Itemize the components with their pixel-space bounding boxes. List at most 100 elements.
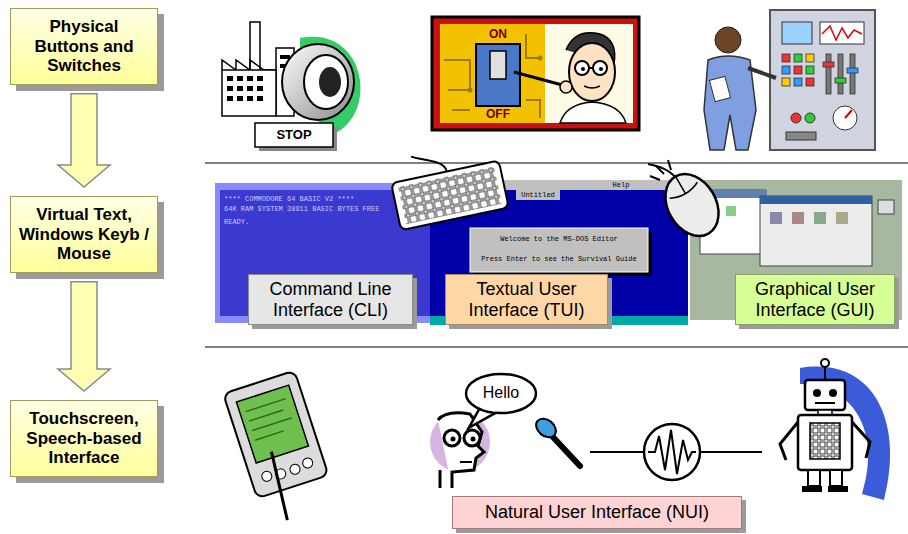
interface-box: Textual User Interface (TUI) [445,274,608,325]
control-panel-operator [782,66,790,74]
robot-icon [780,422,798,460]
control-panel-operator [845,110,852,118]
control-panel-operator [794,54,802,62]
pda-touchscreen [266,452,293,520]
on-off-switch-picture [468,88,473,93]
control-panel-operator [823,62,834,67]
interface-box: Graphical User Interface (GUI) [735,274,895,325]
robot-icon [808,470,820,486]
node-text: Textual User Interface (TUI) [452,279,601,320]
control-panel-operator [806,78,814,86]
gui-desktop-screen [770,212,782,224]
on-off-switch-picture [575,61,589,75]
pda-touchscreen [261,470,274,483]
gui-desktop-screen [814,212,826,224]
mouse-icon [655,164,730,245]
control-panel-operator [838,54,843,94]
pda-touchscreen [223,371,338,527]
on-off-switch-picture [432,17,639,130]
interface-box: Command Line Interface (CLI) [248,274,413,325]
keyboard-icon [391,160,509,230]
control-panel-operator [704,10,875,150]
control-panel-operator [709,76,730,101]
pda-touchscreen [252,418,292,431]
node-text: Touchscreen, Speech-based Interface [17,409,151,468]
on-off-switch-picture [599,67,603,71]
factory-stop-button [250,22,260,72]
screen-text: READY. [224,218,424,227]
control-panel-operator [806,66,814,74]
factory-stop-button [227,96,233,101]
mouse-icon [656,166,664,174]
on-off-switch-picture [560,81,572,93]
ms-dos-editor-screen [470,228,648,272]
mouse-icon [650,160,671,180]
factory-stop-button [257,76,263,81]
on-off-switch-picture [589,67,593,69]
stage-box: Virtual Text, Windows Keyb / Mouse [10,196,158,273]
signal-line [590,451,644,453]
factory-stop-button [237,76,243,81]
speech-bubble-tail [469,405,498,428]
factory-stop-button [319,67,341,97]
switch-label: OFF [478,107,518,122]
gui-desktop-screen [690,180,902,320]
factory-stop-button [304,55,348,109]
gui-desktop-screen [878,200,894,214]
robot-icon [780,359,890,500]
speech-bubble-body [466,374,536,413]
control-panel-operator [786,132,816,140]
screen-text: **** COMMODORE 64 BASIC V2 **** [224,195,424,204]
node-text: Hello [472,384,530,402]
robot-icon [852,422,870,458]
on-off-switch-picture [432,17,639,130]
pda-touchscreen [223,371,328,499]
control-panel-operator [748,68,776,78]
gui-desktop-screen [726,206,736,216]
control-panel-operator [715,27,741,53]
robot-icon [802,486,822,492]
on-off-switch-picture [514,72,566,86]
speech-bubble-joint [483,408,496,411]
pda-touchscreen [246,399,286,412]
robot-icon [810,423,840,459]
control-panel-operator [826,54,831,94]
control-panel-operator [822,26,862,40]
speaking-face [451,437,456,442]
microphone-icon [532,415,580,466]
on-off-switch-picture [593,61,607,75]
factory-stop-button [247,96,253,101]
gui-desktop-screen [792,212,804,224]
gui-desktop-screen [836,212,848,224]
robot-icon [829,389,837,397]
on-off-switch-picture [581,67,585,71]
stage-box: Touchscreen, Speech-based Interface [10,400,158,477]
factory-stop-button [257,96,263,101]
control-panel-operator [806,54,814,62]
on-off-switch-picture [440,24,545,123]
robot-icon [824,366,826,380]
pda-touchscreen [255,431,284,440]
block-arrow [58,94,110,187]
control-panel-operator [770,10,875,150]
on-off-switch-picture [545,24,633,123]
node-text: Graphical User Interface (GUI) [742,279,888,320]
pda-touchscreen [289,463,302,476]
mouse-icon [650,176,660,180]
screen-text: 64K RAM SYSTEM 38911 BASIC BYTES FREE [224,205,424,214]
speaking-face [464,430,480,446]
screen-text: Help [606,180,636,190]
control-panel-operator [847,68,858,73]
control-panel-operator [850,54,855,94]
ms-dos-editor-screen [516,190,560,200]
waveform-symbol [648,430,696,474]
microphone-icon [552,436,580,466]
gui-desktop-screen [760,196,872,266]
node-text: Command Line Interface (CLI) [255,279,406,320]
stage-box: Physical Buttons and Switches [10,8,158,85]
pda-touchscreen [246,399,295,441]
control-panel-operator [835,78,846,83]
block-arrow [58,282,110,391]
control-panel-operator [794,66,802,74]
